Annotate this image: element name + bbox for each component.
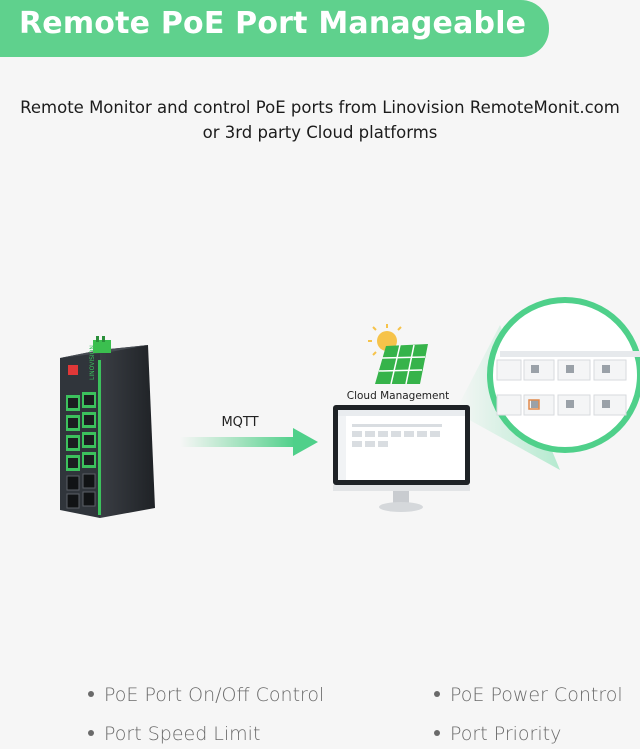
bullet-icon: [434, 729, 440, 736]
poe-switch-icon: LINOVISION: [60, 336, 155, 518]
feature-item: Port Priority: [434, 723, 561, 745]
subtitle: Remote Monitor and control PoE ports fro…: [0, 95, 640, 145]
bullet-icon: [88, 729, 94, 736]
cloud-management-label: Cloud Management: [347, 390, 450, 402]
feature-item: PoE Port On/Off Control: [88, 684, 324, 706]
feature-item: Port Speed Limit: [88, 723, 260, 745]
page-title: Remote PoE Port Manageable: [19, 6, 527, 41]
device-brand: LINOVISION: [89, 345, 96, 380]
subtitle-line-1: Remote Monitor and control PoE ports fro…: [20, 98, 620, 117]
network-diagram: LINOVISION MQTT Cloud Management: [60, 297, 640, 518]
mqtt-label: MQTT: [221, 415, 258, 430]
title-banner: Remote PoE Port Manageable: [0, 0, 549, 57]
subtitle-line-2: or 3rd party Cloud platforms: [202, 123, 438, 142]
solar-panel-icon: [368, 324, 428, 385]
bullet-icon: [88, 690, 94, 697]
magnifier-icon: [487, 297, 640, 453]
arrow-right-icon: [180, 428, 318, 456]
monitor-icon: [333, 405, 470, 512]
feature-item: PoE Power Control: [434, 684, 623, 706]
bullet-icon: [434, 690, 440, 697]
